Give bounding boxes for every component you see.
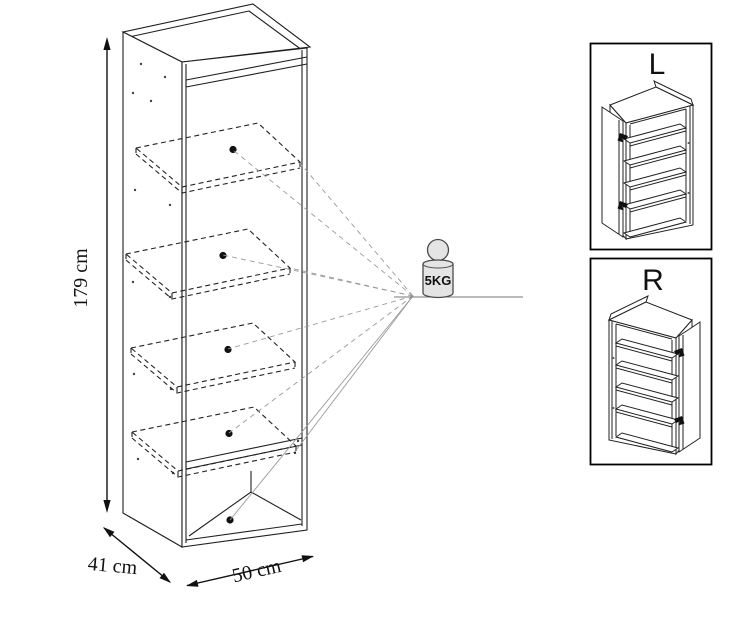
width-label: 50 cm [230, 555, 284, 588]
cabinet-bottom-interior [188, 471, 302, 537]
weight-5kg-icon: 5KG [394, 238, 523, 299]
cabinet-right-door-drawing [608, 295, 701, 455]
height-label: 179 cm [70, 248, 92, 308]
variant-right-panel: R [589, 257, 713, 466]
height-dimension [103, 37, 111, 513]
cabinet-left-side-panel [122, 31, 183, 548]
cabinet-top-shelf-edge [185, 56, 308, 88]
weight-rim [422, 263, 454, 269]
variant-right-label: R [642, 264, 664, 297]
cabinet-front-face [181, 47, 308, 548]
width-dimension [186, 555, 314, 587]
load-pointer-lines [222, 149, 414, 521]
weight-label: 5KG [425, 273, 452, 288]
cabinet-left-door-drawing [601, 80, 694, 240]
weight-knob [426, 238, 450, 262]
depth-dimension [103, 527, 171, 583]
variant-left-label: L [649, 48, 666, 81]
peg-holes [131, 62, 300, 475]
depth-label: 41 cm [87, 553, 139, 579]
variant-left-panel: L [589, 42, 713, 251]
weight-body [422, 259, 454, 299]
